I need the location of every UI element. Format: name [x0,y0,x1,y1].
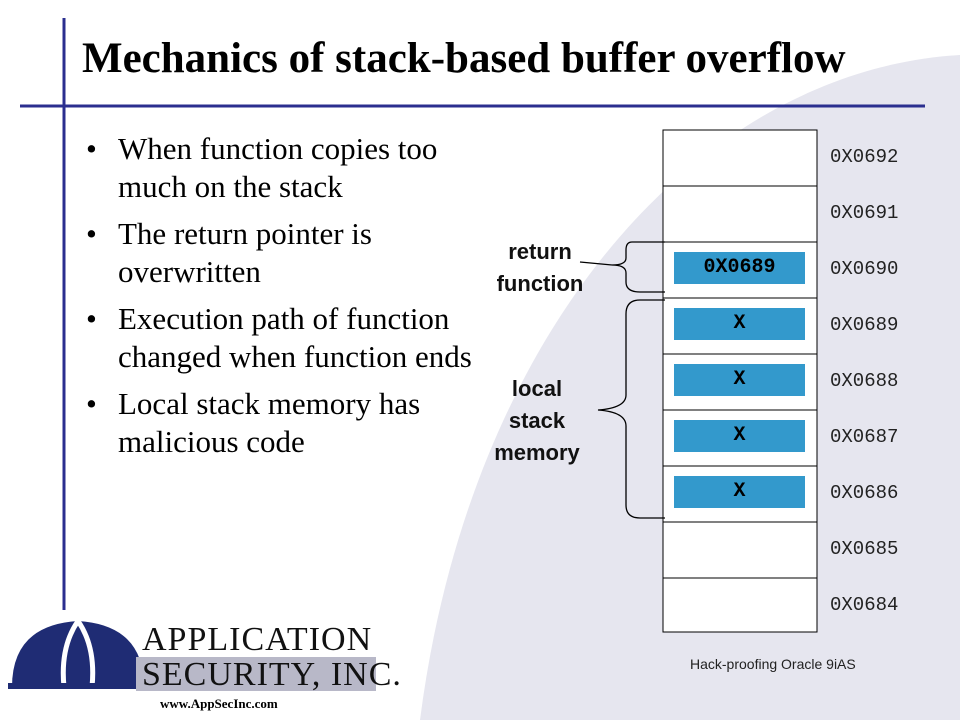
bullet-text: When function copies too much on the sta… [118,131,438,204]
stack-address: 0X0689 [830,314,899,336]
stack-cell-payload: X [672,418,807,454]
company-url: www.AppSecInc.com [160,696,278,711]
logo-text-security: SECURITY, INC. [142,656,402,693]
dome-icon [12,621,144,687]
bullet-text: Execution path of function changed when … [118,301,472,374]
stack-address: 0X0688 [830,370,899,392]
stack-address: 0X0690 [830,258,899,280]
stack-address: 0X0691 [830,202,899,224]
local-brace [597,299,665,519]
stack-address: 0X0685 [830,538,899,560]
bullet-item: • When function copies too much on the st… [86,130,496,206]
bullet-text: The return pointer is overwritten [118,216,372,289]
bullet-dot: • [86,216,97,251]
bullet-item: • Local stack memory has malicious code [86,385,496,461]
stack-address: 0X0692 [830,146,899,168]
stack-cell-payload: X [672,306,807,342]
slide-title: Mechanics of stack-based buffer overflow [82,35,846,82]
stack-cell-return-pointer: 0X0689 [672,250,807,286]
bullet-dot: • [86,131,97,166]
stack-cell-payload: X [672,474,807,510]
local-stack-memory-label: local stack memory [494,376,580,465]
logo-text-application: APPLICATION [142,621,373,658]
bullet-item: • Execution path of function changed when… [86,300,496,376]
bullet-dot: • [86,386,97,421]
return-brace [611,241,665,293]
bullet-item: • The return pointer is overwritten [86,215,496,291]
bullet-list: • When function copies too much on the st… [86,130,496,470]
bullet-dot: • [86,301,97,336]
stack-address: 0X0687 [830,426,899,448]
bullet-text: Local stack memory has malicious code [118,386,421,459]
company-logo [8,619,376,691]
stack-cell-payload: X [672,362,807,398]
stack-address: 0X0684 [830,594,899,616]
stack-address: 0X0686 [830,482,899,504]
return-function-label: return function [496,239,584,296]
footer-text: Hack-proofing Oracle 9iAS [690,656,856,672]
